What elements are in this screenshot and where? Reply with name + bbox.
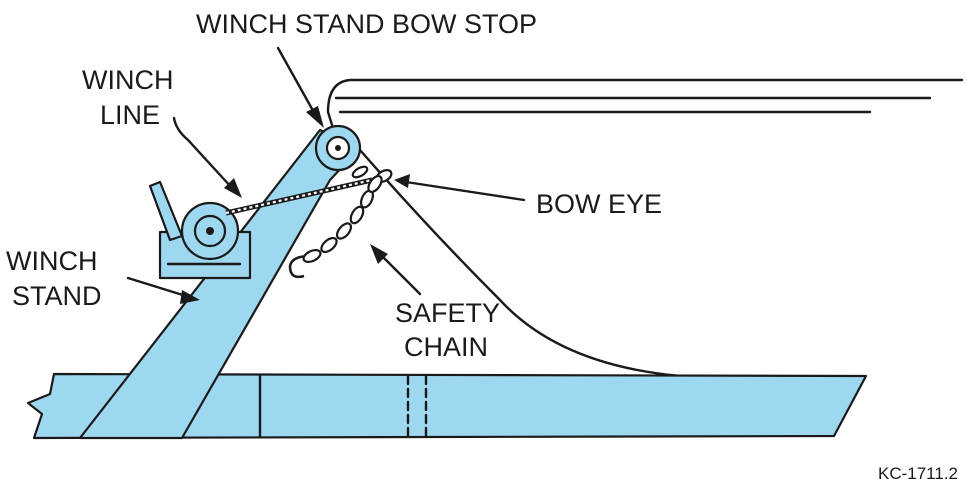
boat-hull — [326, 78, 964, 378]
arrow-safety-chain — [370, 244, 422, 296]
figure-code: KC-1711.2 — [878, 464, 958, 483]
winch-handle — [148, 180, 184, 242]
trailer-frame — [26, 372, 868, 440]
label-safety-chain-1: SAFETY — [395, 298, 500, 328]
trailer-tongue — [26, 372, 868, 440]
leader-arrows — [126, 46, 526, 304]
bow-stop-roller — [314, 124, 362, 172]
arrow-bow-eye — [394, 174, 526, 202]
label-winch-stand-bow-stop: WINCH STAND BOW STOP — [196, 9, 537, 39]
arrow-winch-line — [172, 116, 242, 198]
label-winch-line-2: LINE — [100, 100, 160, 130]
label-safety-chain-2: CHAIN — [404, 332, 488, 362]
arrow-bow-stop — [276, 46, 324, 128]
winch-line — [225, 177, 373, 216]
label-bow-eye: BOW EYE — [536, 189, 662, 219]
arrow-winch-stand — [126, 276, 200, 304]
label-winch-stand-2: STAND — [12, 281, 102, 311]
winch-drum — [180, 201, 240, 261]
chain-hook — [288, 254, 311, 279]
safety-chain — [288, 165, 383, 279]
label-winch-line-1: WINCH — [82, 65, 173, 95]
label-winch-stand-1: WINCH — [6, 246, 97, 276]
